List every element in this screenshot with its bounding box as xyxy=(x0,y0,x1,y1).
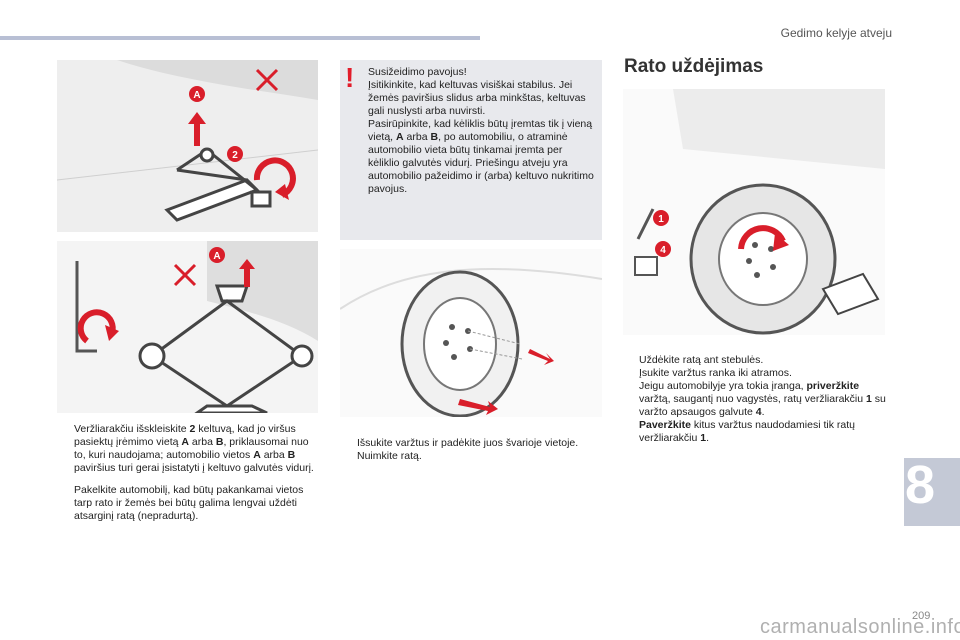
scissor-jack-illustration xyxy=(821,272,880,316)
bolt-arrow-icon xyxy=(528,349,554,365)
list-item: Išsukite varžtus ir padėkite juos švario… xyxy=(357,437,579,449)
callout-1-badge xyxy=(653,210,669,226)
warning-paragraph-1: Įsitikinkite, kad keltuvas visiškai stab… xyxy=(368,79,586,117)
cross-mark-icon xyxy=(173,263,197,287)
wheel-off-arrow-icon xyxy=(458,399,498,415)
cross-mark-icon xyxy=(255,68,279,92)
rotate-arrow-icon xyxy=(253,157,296,200)
callout-2-badge xyxy=(227,146,243,162)
figure-fit-wheel: 1 4 xyxy=(623,89,885,335)
chapter-number: 8 xyxy=(905,455,936,515)
chapter-tab xyxy=(904,458,960,526)
list-item: Veržliarakčiu išskleiskite 2 keltuvą, ka… xyxy=(74,423,314,474)
callout-a-badge xyxy=(209,247,225,263)
wheel-wrench-illustration xyxy=(75,261,97,353)
lift-arrow-icon xyxy=(239,259,255,287)
header-bar xyxy=(0,36,480,40)
list-item: Įsukite varžtus ranka iki atramos. xyxy=(639,367,792,379)
wheel-wrench-illustration xyxy=(636,208,655,240)
warning-title: Susižeidimo pavojus! xyxy=(368,66,467,78)
rotate-arrow-icon xyxy=(77,309,119,344)
anti-theft-adapter-illustration xyxy=(634,256,658,276)
scissor-jack-illustration xyxy=(164,147,272,222)
callout-1-label: 1 xyxy=(658,214,664,225)
figure-jack-lowered: A 2 xyxy=(57,60,318,232)
scissor-jack-illustration xyxy=(138,284,314,413)
col2-instructions: Išsukite varžtus ir padėkite juos švario… xyxy=(342,437,604,463)
running-title: Gedimo kelyje atveju xyxy=(780,26,892,40)
list-item: Jeigu automobilyje yra tokia įranga, pri… xyxy=(639,380,886,418)
callout-a-badge xyxy=(189,86,205,102)
warning-exclamation-icon: ! xyxy=(345,62,355,93)
list-item: Paveržkite kitus varžtus naudodamiesi ti… xyxy=(639,419,855,444)
callout-4-label: 4 xyxy=(660,245,666,256)
figure-remove-wheel xyxy=(340,249,602,417)
callout-a-label: A xyxy=(193,90,200,101)
list-item: Nuimkite ratą. xyxy=(357,450,422,462)
watermark: carmanualsonline.info xyxy=(760,616,960,638)
section-title: Rato uždėjimas xyxy=(624,56,764,77)
col1-instructions: Veržliarakčiu išskleiskite 2 keltuvą, ka… xyxy=(59,423,321,532)
rotate-arrow-icon xyxy=(738,225,789,251)
callout-2-label: 2 xyxy=(232,150,238,161)
list-item: Uždėkite ratą ant stebulės. xyxy=(639,354,764,366)
callout-a-label: A xyxy=(213,251,220,262)
lift-arrow-icon xyxy=(188,112,206,146)
warning-box xyxy=(340,60,602,240)
figure-jack-raised: A xyxy=(57,241,318,413)
warning-text: Susižeidimo pavojus! Įsitikinkite, kad k… xyxy=(368,66,594,195)
page-number: 209 xyxy=(912,610,931,622)
callout-4-badge xyxy=(655,241,671,257)
col3-instructions: Uždėkite ratą ant stebulės. Įsukite varž… xyxy=(624,354,886,445)
list-item: Pakelkite automobilį, kad būtų pakankama… xyxy=(74,484,304,522)
